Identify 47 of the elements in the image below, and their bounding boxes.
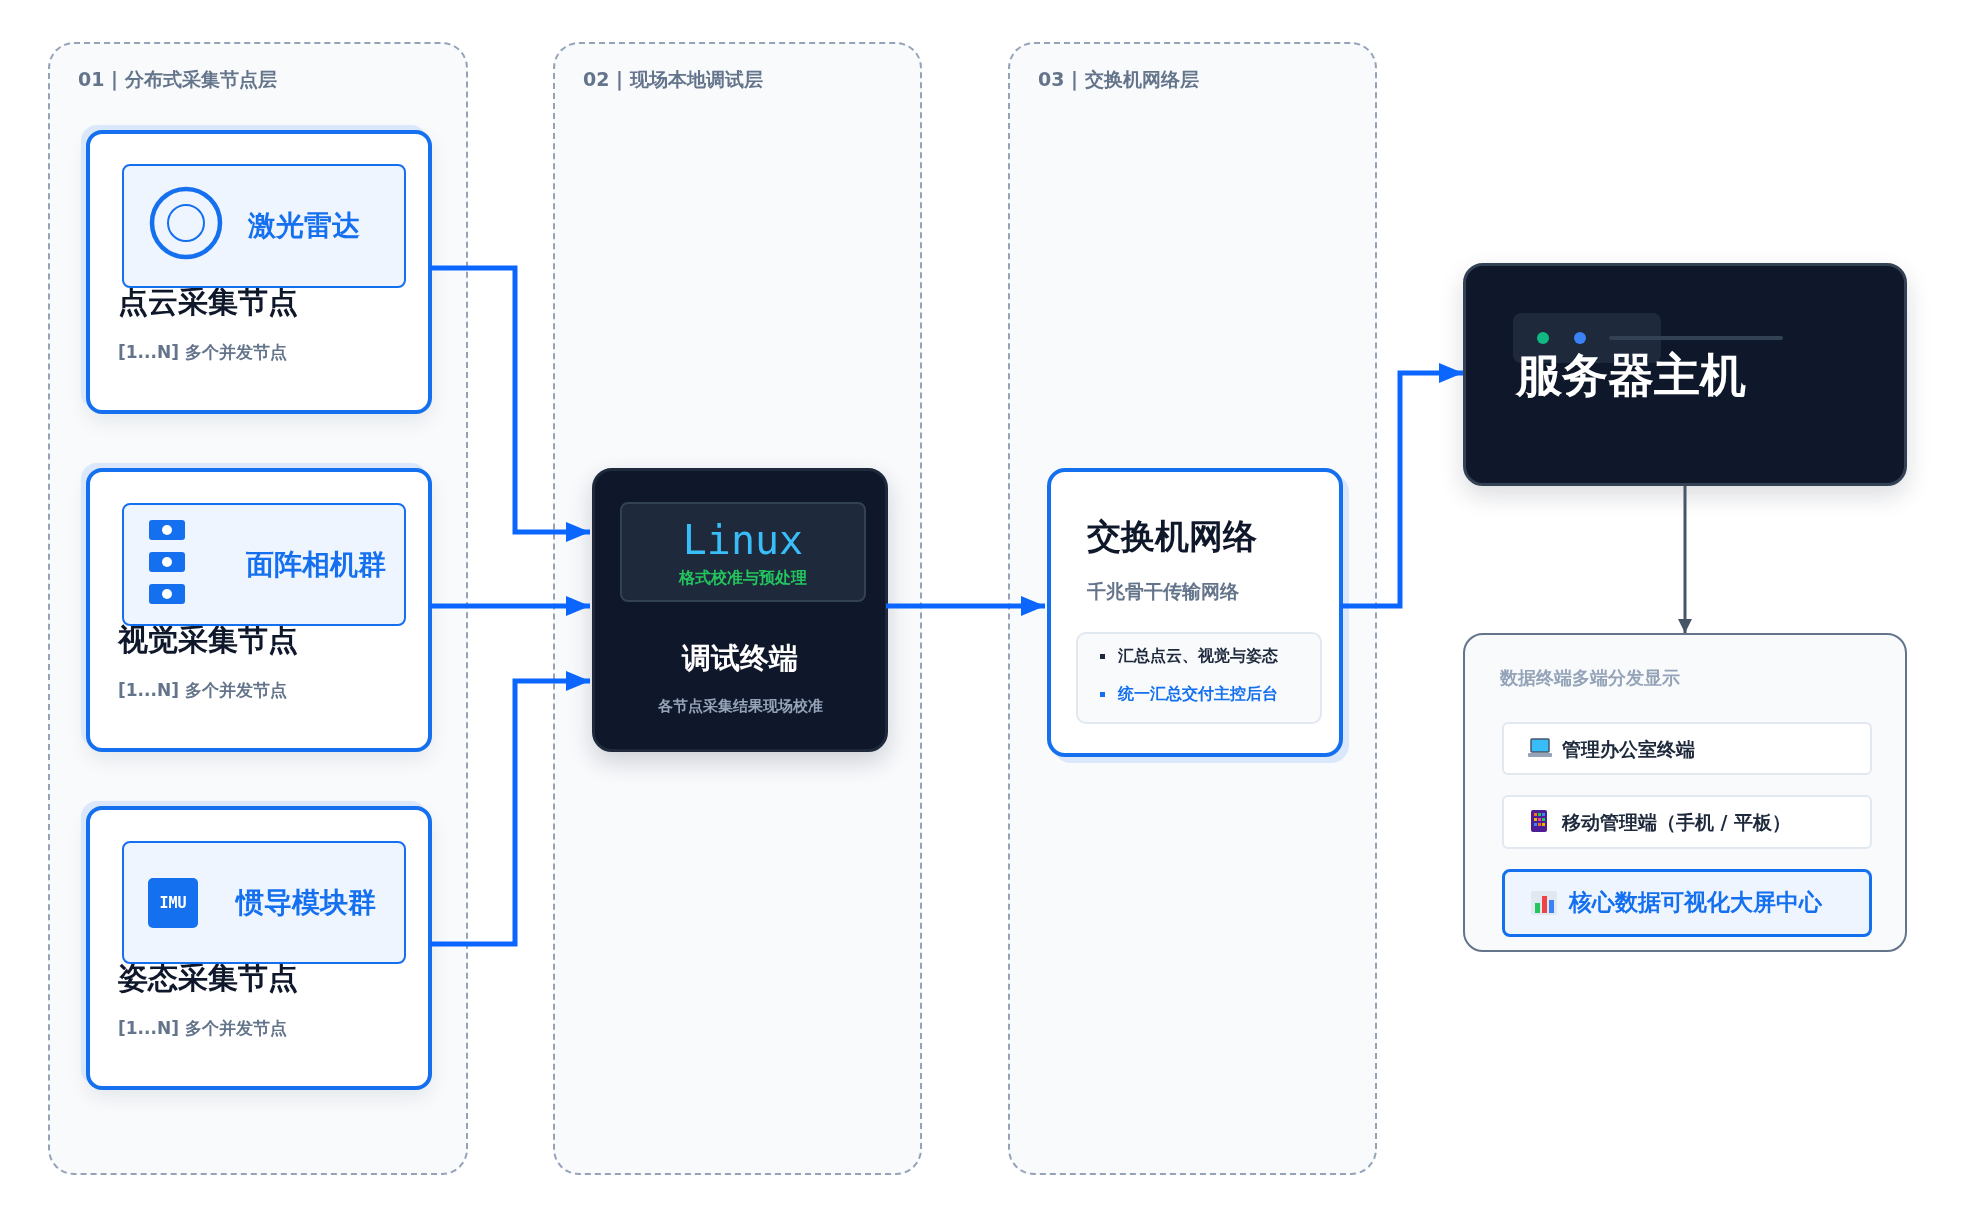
layer-panel: [48, 42, 468, 1175]
sensor-box: [122, 164, 406, 288]
layer-heading: 02 | 现场本地调试层: [583, 68, 763, 91]
terminal-title: 调试终端: [682, 641, 798, 676]
server-title: 服务器主机: [1516, 348, 1746, 404]
node-title: 姿态采集节点: [118, 960, 298, 996]
panel-heading: 数据终端多端分发显示: [1500, 667, 1680, 689]
layer-panel: [553, 42, 922, 1175]
list-item: 汇总点云、视觉与姿态: [1118, 646, 1278, 666]
node-title: 点云采集节点: [118, 284, 298, 320]
arrow: [886, 596, 1045, 616]
arrow: [430, 596, 590, 616]
item-label: 核心数据可视化大屏中心: [1569, 889, 1822, 917]
badge-label: IMU: [159, 894, 187, 912]
server-box: [1463, 263, 1907, 486]
terminal-item: [1502, 795, 1872, 849]
terminal-box: [592, 468, 888, 752]
layer-heading: 03 | 交换机网络层: [1038, 68, 1199, 91]
terminal-item: [1502, 722, 1872, 775]
os-subtitle: 格式校准与预处理: [679, 568, 807, 588]
arrow: [1678, 486, 1692, 633]
arrow: [430, 671, 590, 947]
info-list-box: [1076, 632, 1322, 724]
switch-subtitle: 千兆骨干传输网络: [1087, 580, 1239, 603]
sensor-label: 面阵相机群: [246, 547, 386, 582]
terminal-subtitle: 各节点采集结果现场校准: [657, 697, 823, 715]
sensor-box: [122, 503, 406, 626]
node-subtitle: [1...N] 多个并发节点: [118, 1018, 287, 1039]
arrow: [1341, 363, 1463, 609]
sensor-label: 激光雷达: [248, 209, 360, 243]
os-name: Linux: [682, 516, 804, 564]
os-panel: [620, 502, 866, 602]
node-subtitle: [1...N] 多个并发节点: [118, 342, 287, 363]
layer-panel: [1008, 42, 1377, 1175]
arrow: [430, 265, 590, 542]
display-panel: [1463, 633, 1907, 952]
layer-heading: 01 | 分布式采集节点层: [78, 68, 277, 91]
switch-title: 交换机网络: [1087, 516, 1257, 557]
sensor-label: 惯导模块群: [236, 885, 376, 920]
item-label: 管理办公室终端: [1562, 737, 1695, 760]
sensor-box: [122, 841, 406, 964]
node-subtitle: [1...N] 多个并发节点: [118, 680, 287, 701]
terminal-item: [1502, 869, 1872, 937]
list-item: 统一汇总交付主控后台: [1118, 684, 1278, 704]
node-title: 视觉采集节点: [118, 622, 298, 658]
item-label: 移动管理端（手机 / 平板）: [1562, 810, 1792, 834]
imu-badge: [148, 878, 198, 928]
